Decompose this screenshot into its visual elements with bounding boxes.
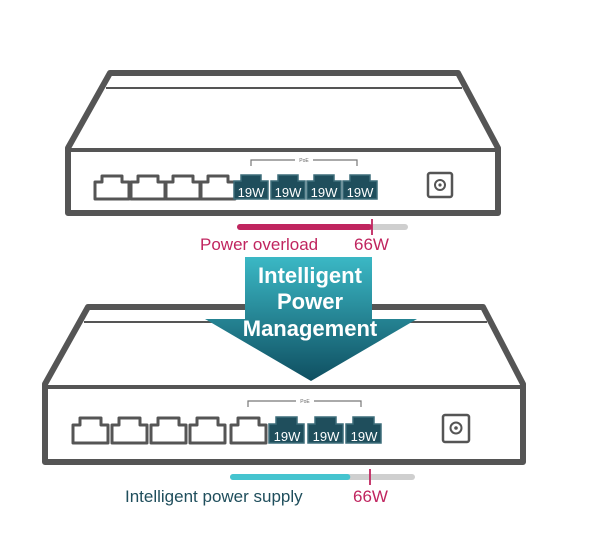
poe-port [270, 174, 306, 200]
arrow-text-line-3: Management [242, 316, 378, 341]
ethernet-port [110, 416, 149, 445]
power-jack-hole [449, 421, 463, 435]
bottom-power-bar-fill [230, 474, 351, 480]
power-overload-label: Power overload [200, 235, 319, 254]
poe-port [268, 416, 305, 444]
top-power-bar-fill [237, 224, 373, 230]
bottom-power-bar [230, 469, 415, 485]
top-power-budget: 66W [354, 235, 389, 254]
poe-port [306, 174, 342, 200]
bottom-poe-ports [268, 416, 382, 444]
top-poe-ports [233, 174, 378, 200]
poe-port [233, 174, 269, 200]
port-power-label: 19W [313, 429, 340, 444]
ethernet-port [71, 416, 110, 445]
intelligent-supply-label: Intelligent power supply [125, 487, 303, 506]
top-non-poe-ports [93, 174, 237, 201]
poe-port [307, 416, 344, 444]
bottom-power-budget: 66W [353, 487, 388, 506]
top-power-bar [237, 219, 408, 235]
arrow-text-line-2: Power [276, 289, 344, 314]
arrow-text-line-1: Intelligent [258, 263, 362, 288]
ethernet-port [93, 174, 131, 201]
top-switch: PoE 19W 19W 19W 19W [65, 70, 501, 216]
ethernet-port [188, 416, 227, 445]
port-power-label: 19W [274, 429, 301, 444]
ethernet-port [149, 416, 188, 445]
poe-port [342, 174, 378, 200]
port-power-label: 19W [238, 185, 265, 200]
bottom-poe-label-bg [296, 397, 314, 404]
bottom-switch: PoE 19W 19W 19W [42, 304, 526, 465]
power-jack-pin [438, 183, 442, 187]
intelligent-power-arrow [205, 257, 417, 381]
top-poe-label-bg [295, 156, 313, 163]
port-power-label: 19W [347, 185, 374, 200]
bottom-non-poe-ports [71, 416, 268, 445]
port-power-label: 19W [275, 185, 302, 200]
port-power-label: 19W [311, 185, 338, 200]
bottom-poe-label: PoE [300, 399, 310, 405]
power-jack-pin [454, 426, 458, 430]
poe-port [345, 416, 382, 444]
top-poe-label: PoE [299, 158, 309, 164]
ethernet-port [229, 416, 268, 445]
port-power-label: 19W [351, 429, 378, 444]
power-jack-hole [434, 179, 446, 191]
